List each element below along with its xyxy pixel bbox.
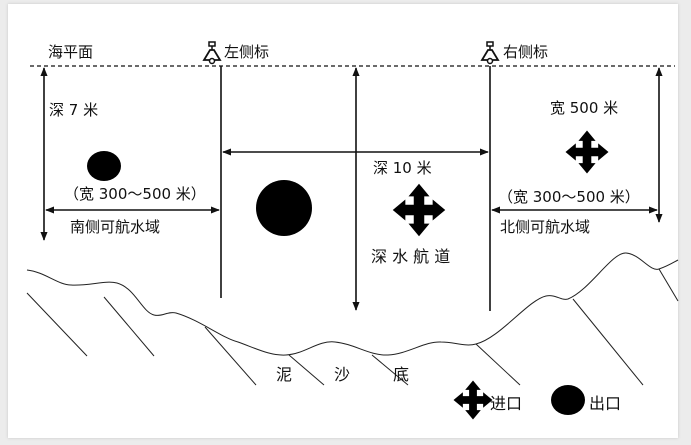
north-entry-icon bbox=[565, 130, 609, 174]
channel-width-label: 宽 500 米 bbox=[550, 99, 618, 117]
channel-entry-icon bbox=[392, 183, 446, 237]
seabed-label-2: 沙 bbox=[334, 365, 350, 384]
north-zone-label: 北侧可航水域 bbox=[500, 218, 590, 236]
diagram-frame bbox=[8, 4, 678, 438]
legend-exit-icon bbox=[551, 385, 585, 415]
south-width-label: （宽 300～500 米） bbox=[64, 185, 206, 203]
south-exit-marker bbox=[87, 151, 121, 181]
channel-depth-label: 深 10 米 bbox=[373, 159, 432, 177]
right-buoy-icon bbox=[481, 41, 499, 65]
north-width-label: （宽 300～500 米） bbox=[498, 188, 640, 206]
seabed-profile bbox=[26, 252, 679, 356]
legend-exit-label: 出口 bbox=[589, 394, 621, 413]
seabed-label-1: 泥 bbox=[276, 365, 292, 384]
seabed-hatching bbox=[26, 268, 679, 386]
channel-label: 深 水 航 道 bbox=[371, 247, 450, 266]
south-zone-label: 南侧可航水域 bbox=[70, 218, 160, 236]
left-marker-label: 左侧标 bbox=[224, 43, 269, 61]
seabed-label-3: 底 bbox=[393, 365, 409, 384]
legend-entry-icon bbox=[453, 380, 493, 420]
south-depth-label: 深 7 米 bbox=[49, 101, 98, 119]
right-marker-label: 右侧标 bbox=[503, 43, 548, 61]
sea-level-label: 海平面 bbox=[48, 43, 93, 61]
left-buoy-icon bbox=[203, 41, 221, 65]
legend-entry-label: 进口 bbox=[490, 394, 522, 413]
channel-exit-marker bbox=[256, 180, 312, 236]
